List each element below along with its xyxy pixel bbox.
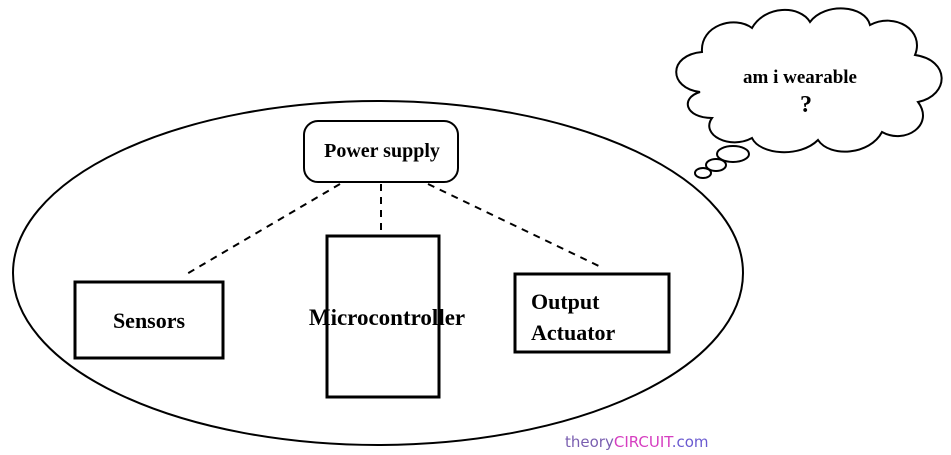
thought-bubble-line2: ? xyxy=(800,92,812,118)
thought-cloud xyxy=(675,7,943,154)
microcontroller-label: Microcontroller xyxy=(309,305,465,330)
output-actuator-label-line2: Actuator xyxy=(531,320,616,345)
watermark-part3: .com xyxy=(672,433,709,451)
output-actuator-box xyxy=(513,272,671,354)
system-boundary-ellipse xyxy=(12,100,744,446)
connector-power-to-actuator xyxy=(427,183,604,269)
power-supply-node: Power supply xyxy=(303,120,459,183)
power-supply-box xyxy=(303,120,459,183)
sensors-box xyxy=(73,280,225,360)
connector-power-to-sensors xyxy=(184,183,341,276)
watermark-part2: CIRCUIT xyxy=(614,433,674,451)
connectors xyxy=(184,183,604,276)
watermark-part1: theory xyxy=(565,433,614,451)
thought-dot-small xyxy=(694,167,712,179)
microcontroller-box xyxy=(325,234,441,399)
watermark: theoryCIRCUIT.com xyxy=(565,433,709,451)
microcontroller-node: Microcontroller xyxy=(309,234,465,399)
thought-dot-large xyxy=(716,145,750,163)
sensors-node: Sensors xyxy=(73,280,225,360)
thought-bubble-line1: am i wearable xyxy=(743,67,857,88)
output-actuator-label-line1: Output xyxy=(531,289,600,314)
thought-bubble xyxy=(675,7,943,179)
power-supply-label: Power supply xyxy=(324,140,440,162)
thought-dot-medium xyxy=(705,158,727,172)
sensors-label: Sensors xyxy=(113,308,186,333)
output-actuator-node: Output Actuator xyxy=(513,272,671,354)
